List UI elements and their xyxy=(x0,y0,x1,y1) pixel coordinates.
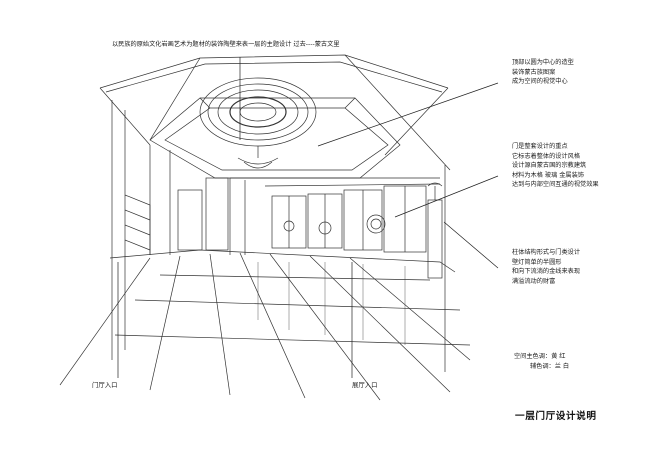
column-note-line: 和向下流淌的金线来表现 xyxy=(512,268,581,276)
main-color-label: 空间主色调： xyxy=(514,353,552,360)
theme-note-line: 以民族的原始文化岩画艺术为题材的装饰陶壁来表一层的主题设计 过去----蒙古文里 xyxy=(112,41,340,48)
door-note-line: 设计源自蒙古国的宗教建筑 xyxy=(512,162,587,170)
column-note-line: 壁灯简单的半圆形 xyxy=(512,258,562,266)
lobby-entrance-label: 门厅入口 xyxy=(92,381,118,389)
sheet-title: 一层门厅设计说明 xyxy=(515,411,597,422)
column-note-line: 柱体结构形式与门类设计 xyxy=(512,249,581,256)
main-color-value: 黄 红 xyxy=(551,353,566,360)
theme-note: 以民族的原始文化岩画艺术为题材的装饰陶壁来表一层的主题设计 过去----蒙古文里 xyxy=(112,40,339,50)
door-note-line: 达到与内部空间互通的视觉效果 xyxy=(512,181,599,189)
column-note: 柱体结构形式与门类设计 壁灯简单的半圆形 和向下流淌的金线来表现 满溢流动的财富 xyxy=(512,248,580,286)
aux-color-line: 辅色调：兰 白 xyxy=(514,362,569,372)
door-note-line: 材料为木格 玻璃 金属装饰 xyxy=(512,171,584,179)
aux-color-value: 兰 白 xyxy=(554,362,570,370)
aux-color-label: 辅色调： xyxy=(530,362,555,370)
ceiling-note-line: 成为空间的视觉中心 xyxy=(512,78,568,86)
door-note-line: 它标志着整体的设计风格 xyxy=(512,152,581,160)
door-note-line: 门是整套设计的重点 xyxy=(512,143,568,150)
ceiling-note-line: 装饰蒙古族图案 xyxy=(512,68,556,76)
main-color-line: 空间主色调：黄 红 xyxy=(514,352,569,362)
ceiling-note: 顶部以圆为中心的造型 装饰蒙古族图案 成为空间的视觉中心 xyxy=(512,58,574,87)
column-note-line: 满溢流动的财富 xyxy=(512,277,556,285)
ceiling-note-line: 顶部以圆为中心的造型 xyxy=(512,59,574,66)
door-note: 门是整套设计的重点 它标志着整体的设计风格 设计源自蒙古国的宗教建筑 材料为木格… xyxy=(512,142,599,190)
exhibition-entrance-label: 展厅入口 xyxy=(352,381,378,389)
color-scheme-note: 空间主色调：黄 红 辅色调：兰 白 xyxy=(514,352,569,371)
